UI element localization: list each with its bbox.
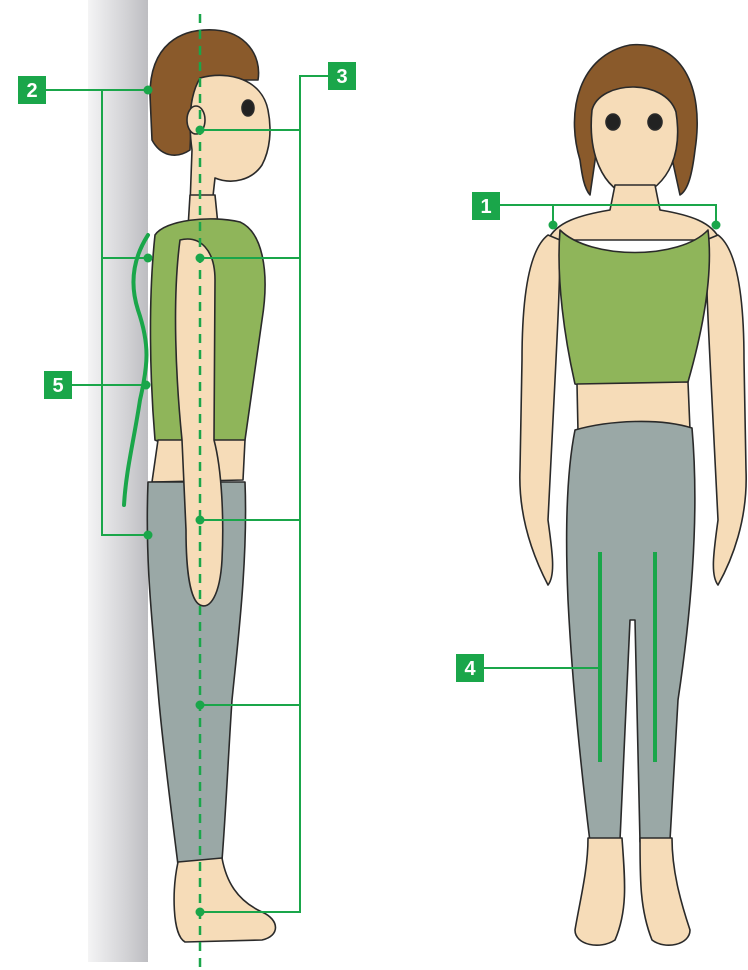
badge-1-label: 1 <box>480 196 491 218</box>
dot-1-right-shoulder <box>712 221 721 230</box>
front-left-arm <box>520 235 560 585</box>
badge-3-label: 3 <box>336 66 347 88</box>
front-face <box>591 87 677 198</box>
dot-3-knee <box>196 701 205 710</box>
front-feet <box>575 838 690 945</box>
badge-4-label: 4 <box>464 658 476 680</box>
dot-3-ankle <box>196 908 205 917</box>
side-eye <box>242 100 254 116</box>
front-top <box>559 230 709 390</box>
dot-1-left-shoulder <box>549 221 558 230</box>
front-view-figure <box>520 45 746 946</box>
dot-2-hip <box>144 531 153 540</box>
side-feet <box>174 858 275 942</box>
front-left-eye <box>606 114 620 130</box>
front-right-eye <box>648 114 662 130</box>
dot-3-shoulder <box>196 254 205 263</box>
badge-3: 3 <box>328 62 356 90</box>
badge-4: 4 <box>456 654 484 682</box>
dot-3-hip <box>196 516 205 525</box>
badge-2: 2 <box>18 76 46 104</box>
front-leggings <box>567 421 695 842</box>
front-neck <box>548 185 720 240</box>
dot-2-head <box>144 86 153 95</box>
front-right-arm <box>706 235 746 585</box>
badge-5: 5 <box>44 371 72 399</box>
badge-2-label: 2 <box>26 80 37 102</box>
wall <box>88 0 148 962</box>
badge-5-label: 5 <box>52 375 63 397</box>
side-face <box>190 75 270 205</box>
dot-5-spine <box>142 381 151 390</box>
dot-3-ear <box>196 126 205 135</box>
badge-1: 1 <box>472 192 500 220</box>
side-view-figure <box>147 30 275 942</box>
dot-2-back <box>144 254 153 263</box>
